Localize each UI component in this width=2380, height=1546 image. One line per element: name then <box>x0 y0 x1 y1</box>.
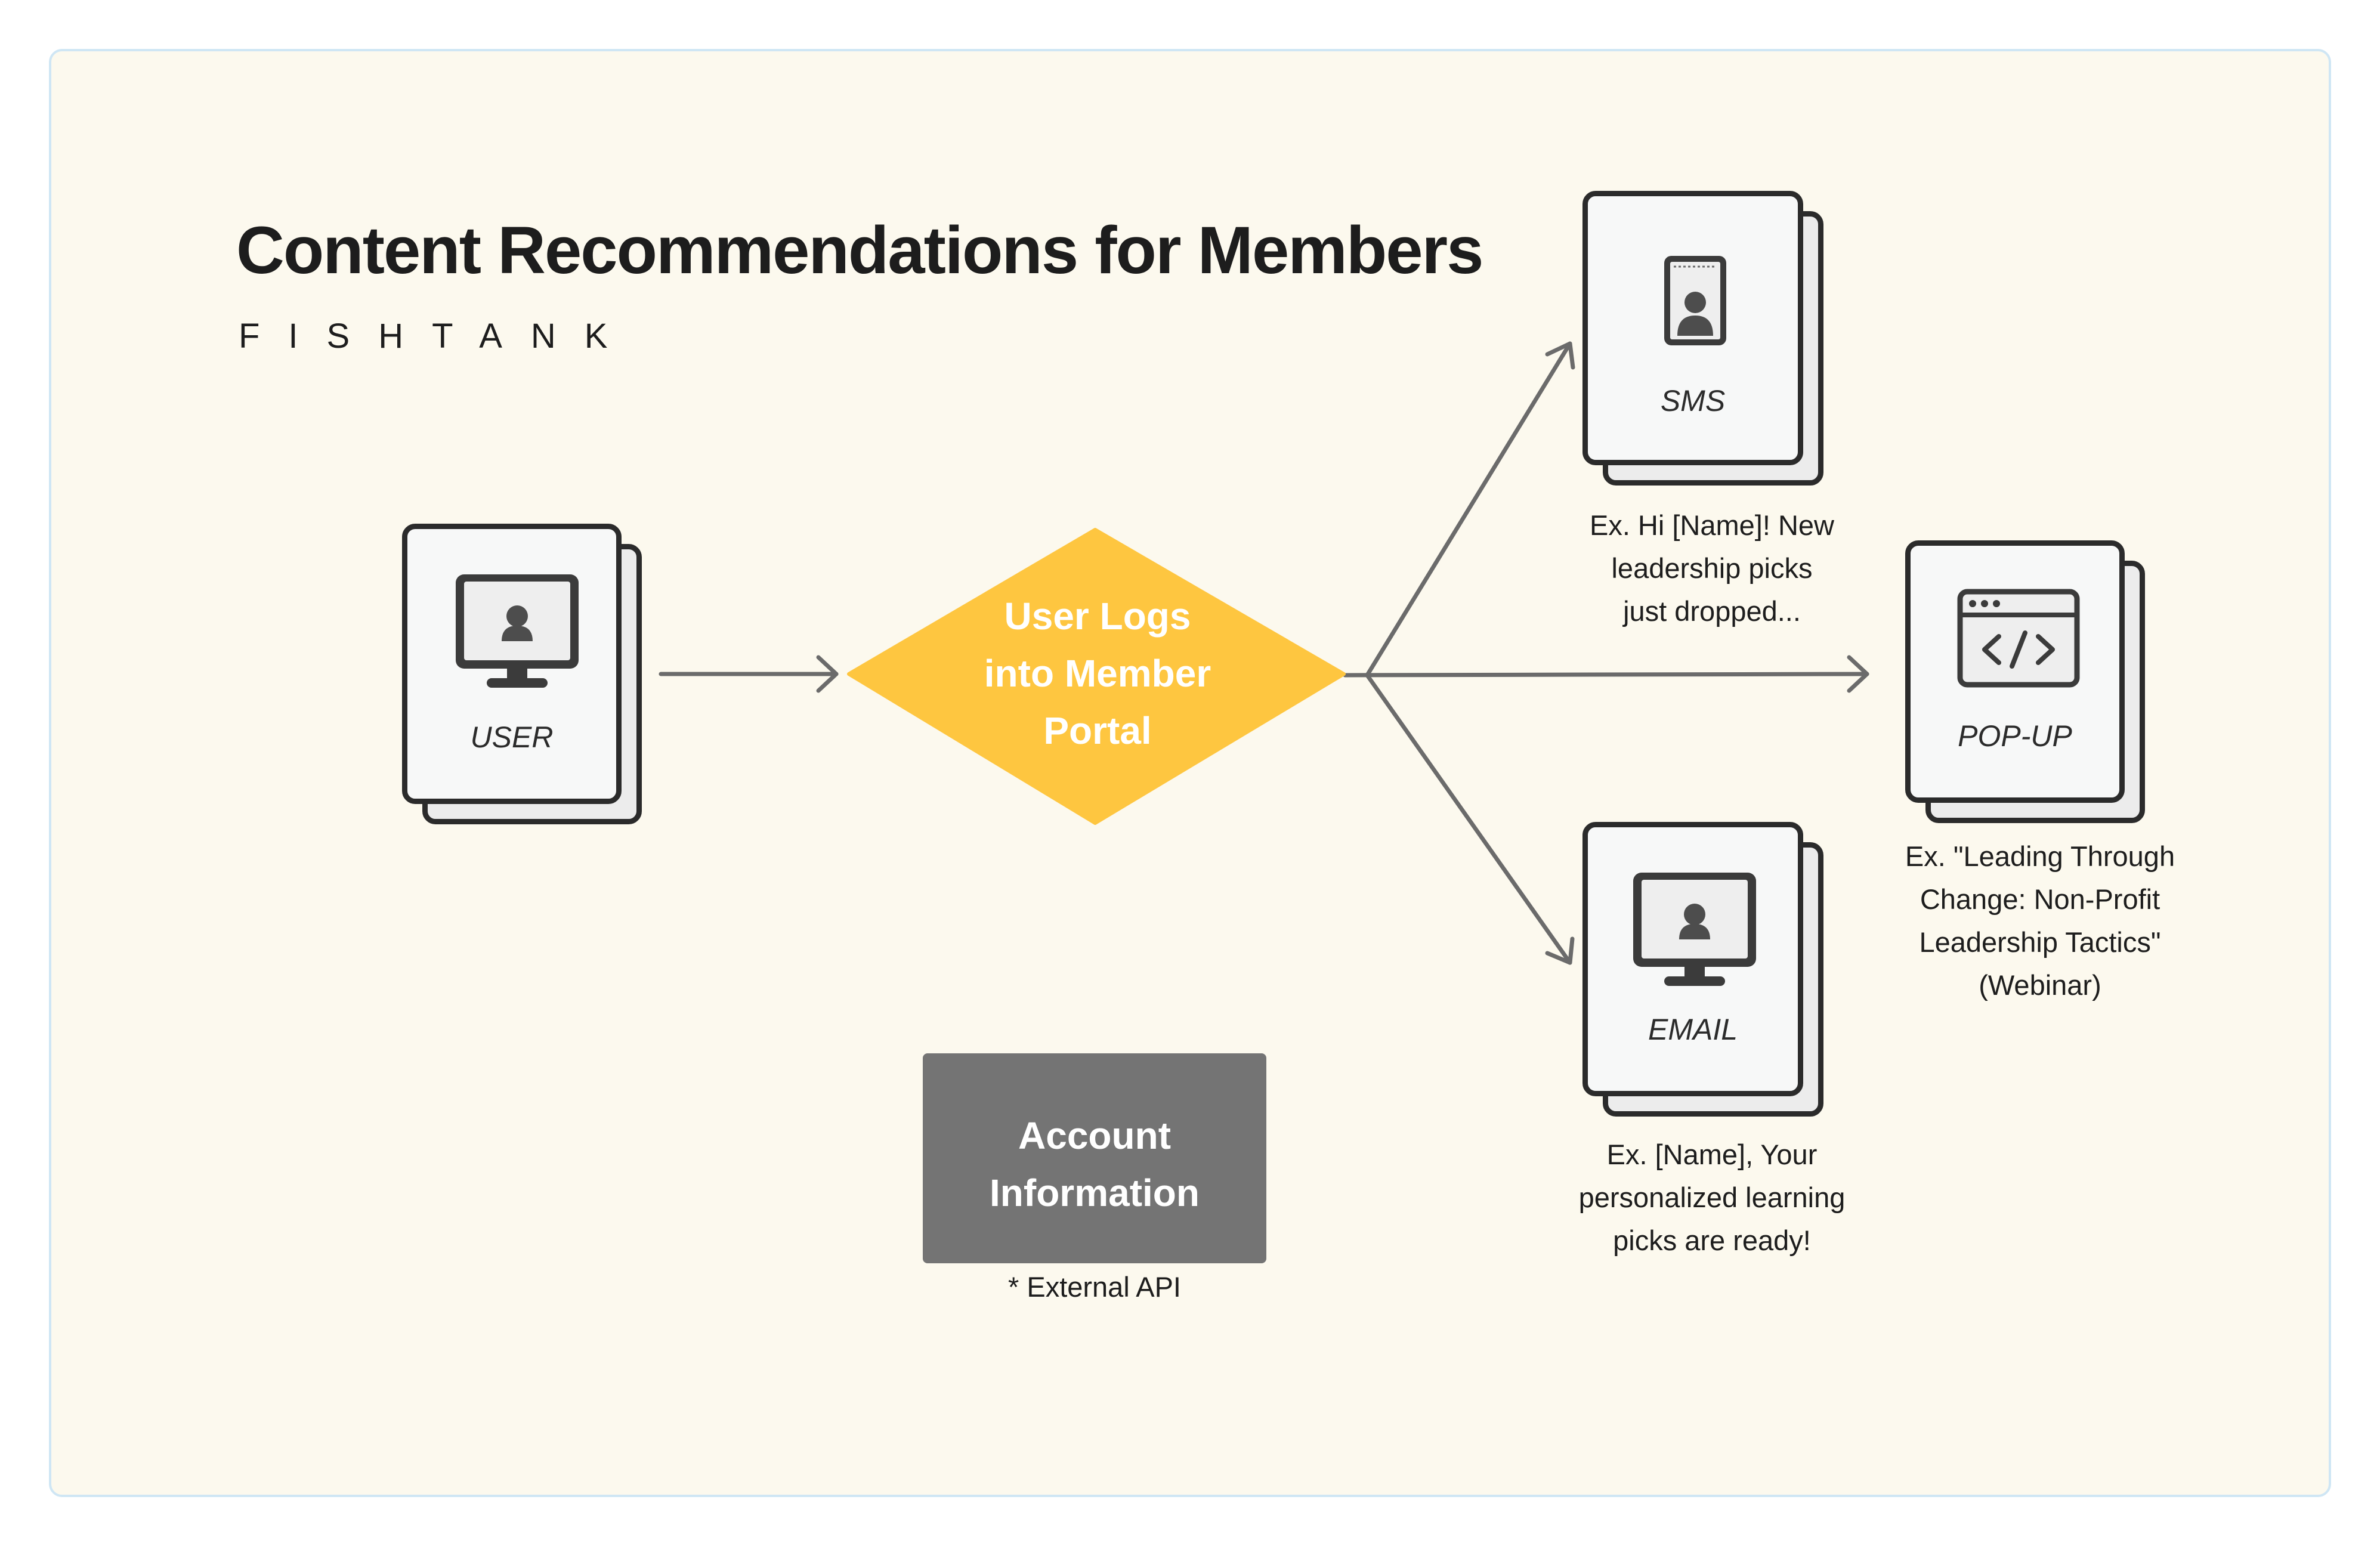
decision-diamond <box>847 528 1346 825</box>
email-description-line: personalized learning <box>1578 1182 1846 1213</box>
email-description-line: picks are ready! <box>1613 1225 1811 1256</box>
decision-label-line: User Logs <box>1004 595 1191 638</box>
user-card: USER <box>402 524 622 804</box>
popup-description-line: Ex. "Leading Through <box>1905 840 2175 872</box>
email-description: Ex. [Name], Your personalized learning p… <box>1509 1133 1915 1262</box>
email-card: EMAIL <box>1582 822 1803 1096</box>
email-description-line: Ex. [Name], Your <box>1606 1139 1818 1170</box>
arrowhead-decision-to-sms <box>1545 341 1575 370</box>
arrowhead-decision-to-email <box>1545 936 1575 965</box>
account-label-line: Account <box>1018 1114 1171 1157</box>
arrowhead-user-to-decision <box>816 655 839 693</box>
sms-card: SMS <box>1582 191 1803 465</box>
arrow-decision-to-email <box>1365 673 1572 965</box>
sms-label: SMS <box>1660 384 1726 418</box>
sms-description-line: leadership picks <box>1611 552 1813 584</box>
email-label: EMAIL <box>1648 1013 1738 1046</box>
sms-description-line: just dropped... <box>1623 595 1801 627</box>
popup-card: POP-UP <box>1905 540 2125 803</box>
account-label-line: Information <box>990 1171 1200 1214</box>
popup-description-line: Change: Non-Profit <box>1920 883 2160 915</box>
monitor-user-icon <box>1633 873 1756 986</box>
brand-wordmark: FISHTANK <box>239 317 636 355</box>
external-api-note: * External API <box>1008 1271 1181 1303</box>
popup-description-line: Leadership Tactics" <box>1919 926 2161 958</box>
popup-description: Ex. "Leading Through Change: Non-Profit … <box>1819 835 2261 1007</box>
user-label: USER <box>470 721 554 754</box>
account-information-box: Account Information <box>923 1053 1266 1263</box>
arrow-decision-to-sms <box>1365 341 1572 678</box>
diagram-title: Content Recommendations for Members <box>236 213 1483 287</box>
arrow-decision-to-popup <box>1343 672 1869 678</box>
monitor-user-icon <box>456 574 579 688</box>
phone-user-icon <box>1664 256 1726 345</box>
sms-description: Ex. Hi [Name]! New leadership picks just… <box>1509 504 1915 633</box>
popup-label: POP-UP <box>1958 719 2072 753</box>
arrowhead-decision-to-popup <box>1847 655 1869 693</box>
decision-label-line: into Member <box>984 652 1211 695</box>
decision-label-line: Portal <box>1043 709 1152 752</box>
sms-description-line: Ex. Hi [Name]! New <box>1589 509 1835 541</box>
code-window-icon <box>1957 589 2080 688</box>
decision-label: User Logs into Member Portal <box>859 588 1336 759</box>
popup-description-line: (Webinar) <box>1979 969 2101 1001</box>
